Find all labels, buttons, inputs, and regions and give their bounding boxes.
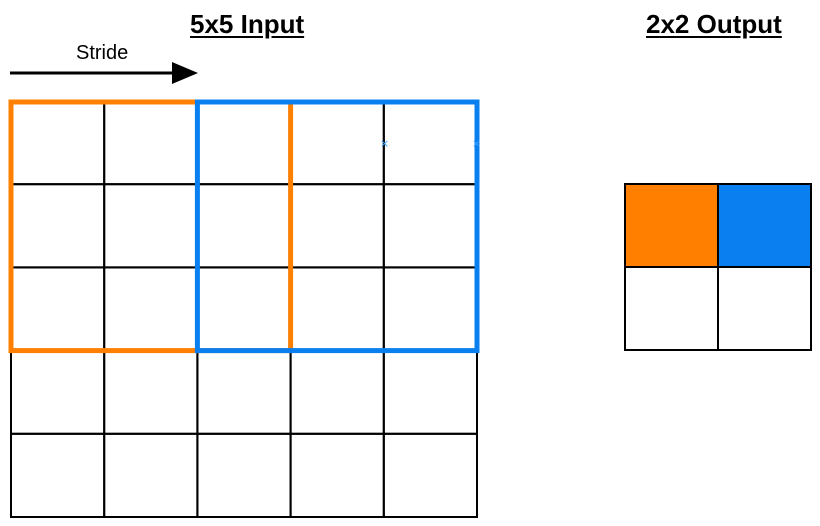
- input-cell: [289, 349, 385, 435]
- output-cell: [624, 183, 719, 268]
- input-cell: [10, 349, 106, 435]
- output-grid-title: 2x2 Output: [646, 9, 782, 39]
- input-grid-title: 5x5 Input: [190, 9, 305, 39]
- output-cell: [624, 266, 719, 351]
- input-cell: [382, 100, 478, 186]
- input-cell: [289, 183, 385, 269]
- cross-marks: × ×: [380, 137, 481, 150]
- input-cell: [10, 266, 106, 352]
- output-cell: [717, 183, 812, 268]
- output-grid: [624, 183, 812, 351]
- input-cell: [196, 349, 292, 435]
- stride-label: Stride: [76, 42, 129, 64]
- input-cell: [382, 349, 478, 435]
- input-cell: [103, 349, 199, 435]
- input-cell: [103, 266, 199, 352]
- input-grid: [10, 100, 478, 518]
- input-cell: [382, 183, 478, 269]
- input-cell: [196, 266, 292, 352]
- input-cell: [10, 183, 106, 269]
- input-cell: [103, 432, 199, 518]
- input-cell: [382, 266, 478, 352]
- input-cell: [289, 100, 385, 186]
- input-cell: [10, 432, 106, 518]
- input-cell: [289, 432, 385, 518]
- input-cell: [10, 100, 106, 186]
- input-cell: [103, 183, 199, 269]
- input-cell: [196, 432, 292, 518]
- input-cell: [196, 100, 292, 186]
- input-cell: [382, 432, 478, 518]
- input-cell: [196, 183, 292, 269]
- stride-arrow: [10, 62, 198, 84]
- cross-mark: ×: [380, 137, 389, 150]
- kernel-window-blue: [194, 99, 480, 354]
- kernel-windows: [8, 99, 480, 354]
- input-cell: [103, 100, 199, 186]
- input-cell: [289, 266, 385, 352]
- output-cell: [717, 266, 812, 351]
- cross-mark: ×: [472, 137, 481, 150]
- kernel-window-orange: [8, 99, 294, 354]
